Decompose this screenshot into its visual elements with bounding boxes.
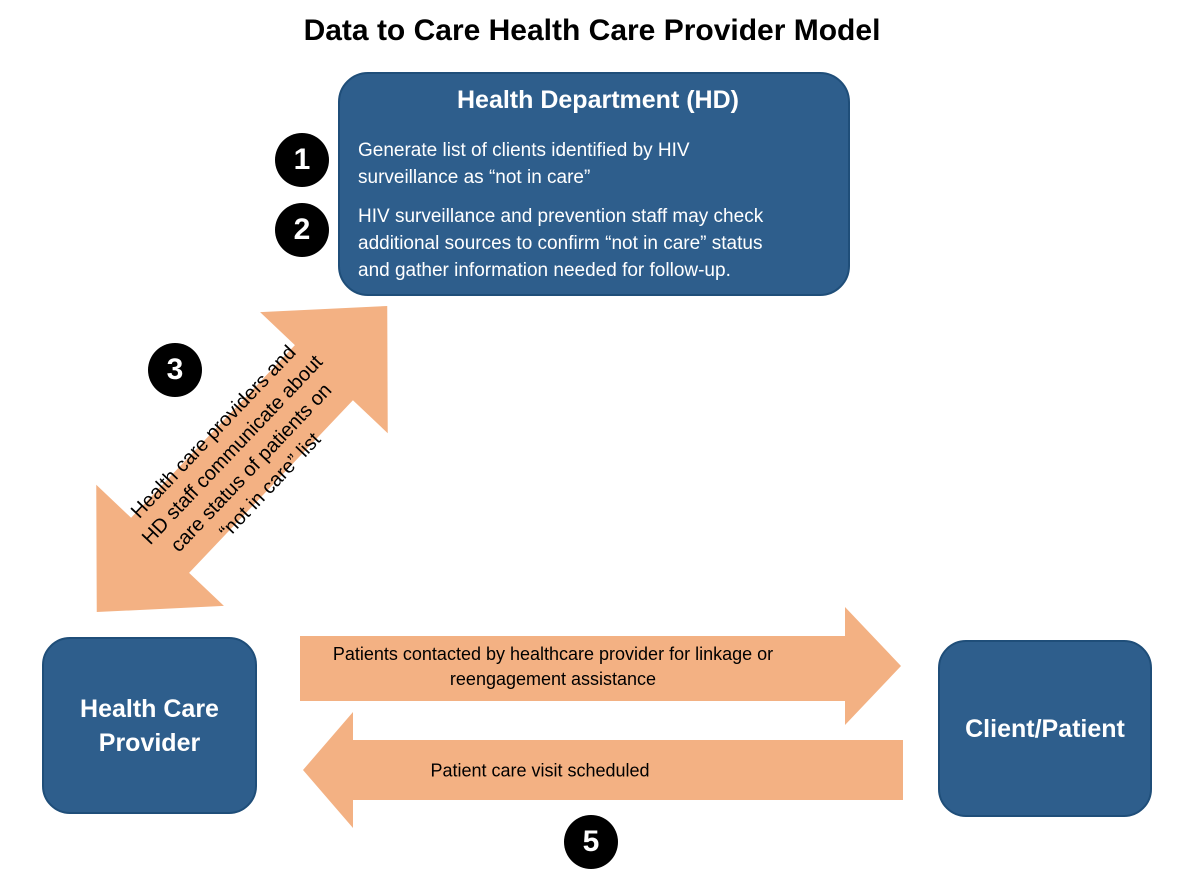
top-arrow-label-line: Patients contacted by healthcare provide… [332, 644, 774, 664]
top-arrow-label: Patients contacted by healthcare provide… [333, 642, 773, 692]
hd-step-1-line: Generate list of clients identified by H… [358, 140, 690, 161]
hd-step-1: Generate list of clients identified by H… [358, 137, 838, 191]
client-box-label: Client/Patient [965, 714, 1125, 743]
bottom-arrow-label: Patient care visit scheduled [430, 760, 650, 781]
health-department-heading: Health Department (HD) [457, 86, 739, 114]
hd-step-1-line: surveillance as “not in care” [358, 167, 591, 188]
client-patient-box: Client/Patient [938, 640, 1152, 817]
health-department-box: Health Department (HD) Generate list of … [338, 72, 850, 296]
arrow-provider-to-client [300, 607, 901, 725]
hd-step-2: HIV surveillance and prevention staff ma… [358, 203, 838, 284]
step-badge-3: 3 [148, 343, 202, 397]
step-badge-1: 1 [275, 133, 329, 187]
hd-step-2-line: HIV surveillance and prevention staff ma… [358, 206, 764, 227]
hd-step-2-line: additional sources to confirm “not in ca… [358, 233, 763, 254]
top-arrow-label-line: reengagement assistance [449, 669, 657, 689]
provider-box-label-line: Provider [98, 728, 201, 757]
step-badge-5: 5 [564, 815, 618, 869]
arrow-hd-provider-bidirectional [96, 305, 388, 613]
provider-box-label-line: Health Care [80, 694, 219, 723]
arrow-client-to-provider [303, 712, 903, 828]
arrow-diagonal-group [96, 305, 388, 613]
health-care-provider-box: Health Care Provider [42, 637, 257, 814]
step-badge-2: 2 [275, 203, 329, 257]
hd-step-2-line: and gather information needed for follow… [358, 260, 731, 281]
diagram-title: Data to Care Health Care Provider Model [303, 14, 881, 47]
